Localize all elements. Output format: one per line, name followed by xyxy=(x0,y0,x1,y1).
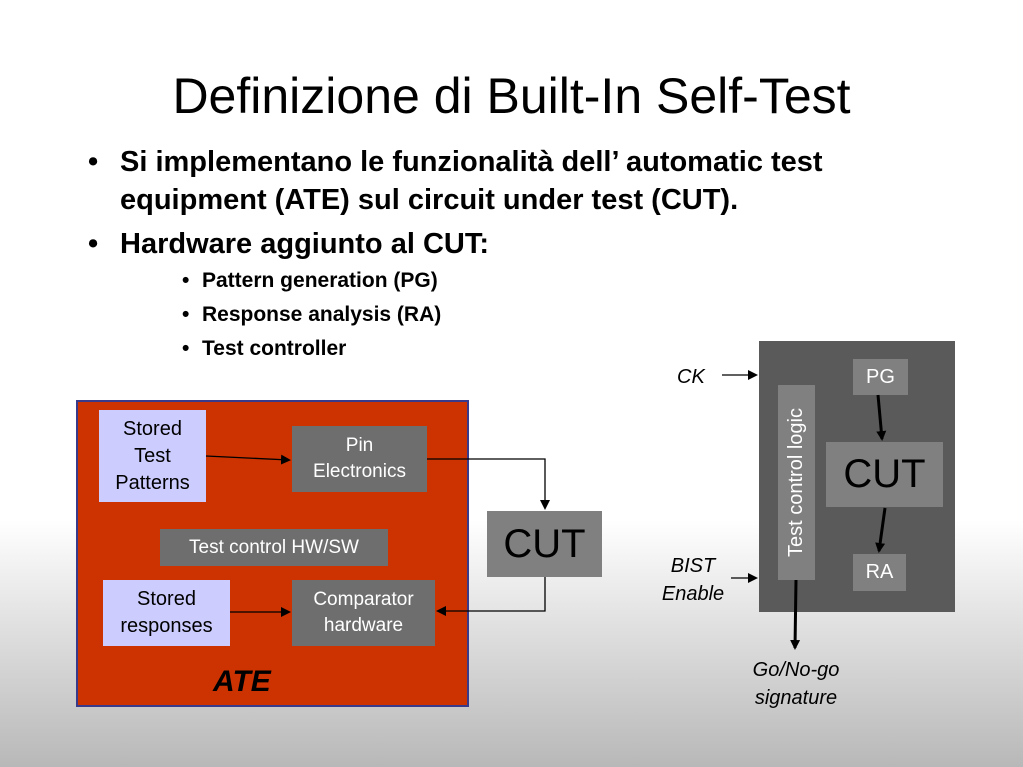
label-line: BIST xyxy=(670,555,716,577)
box-line: responses xyxy=(120,615,213,637)
box-line: Pin xyxy=(345,435,374,456)
box-line: Stored xyxy=(137,588,196,610)
sub-bullet-item: • Pattern generation (PG) xyxy=(182,268,438,294)
test-control-box: Test control HW/SW xyxy=(160,529,388,566)
comparator-box: Comparator hardware xyxy=(292,580,435,646)
sub-bullet-text: Pattern generation (PG) xyxy=(202,269,438,292)
pin-electronics-box: Pin Electronics xyxy=(292,426,427,492)
bullet-dot-icon: • xyxy=(182,337,190,360)
box-line: Stored xyxy=(123,417,182,440)
bullet-line: Hardware aggiunto al CUT: xyxy=(120,228,489,260)
bullet-item: • Hardware aggiunto al CUT: xyxy=(88,225,788,263)
box-line: hardware xyxy=(323,615,404,636)
arrow-pin-to-cut xyxy=(427,458,550,510)
box-line: Electronics xyxy=(313,461,406,482)
arrow-pg-to-cut xyxy=(876,394,887,441)
ck-label: CK xyxy=(677,366,705,388)
bullet-dot-icon: • xyxy=(88,228,99,260)
box-label: Test control HW/SW xyxy=(189,536,359,558)
bullet-dot-icon: • xyxy=(182,303,190,326)
cut-box: CUT xyxy=(487,511,602,577)
pg-box: PG xyxy=(853,359,908,395)
label-line: Go/No-go xyxy=(752,659,840,681)
sub-bullet-item: • Response analysis (RA) xyxy=(182,302,441,328)
bist-enable-label: BIST Enable xyxy=(656,552,730,608)
label-line: signature xyxy=(754,687,838,709)
sub-bullet-item: • Test controller xyxy=(182,336,346,362)
box-line: Patterns xyxy=(115,471,190,494)
box-label: CUT xyxy=(843,452,926,496)
sub-bullet-text: Test controller xyxy=(202,337,347,360)
arrow-cut-to-comparator xyxy=(436,577,546,616)
signature-label: Go/No-go signature xyxy=(736,656,856,712)
slide-title: Definizione di Built-In Self-Test xyxy=(172,68,851,124)
test-control-logic-box: Test control logic xyxy=(778,385,815,580)
ate-label: ATE xyxy=(213,665,271,698)
label-line: Enable xyxy=(661,583,725,605)
sub-bullet-text: Response analysis (RA) xyxy=(202,303,442,326)
ra-box: RA xyxy=(853,554,906,591)
arrow-patterns-to-pin xyxy=(205,454,291,465)
bullet-dot-icon: • xyxy=(88,146,99,178)
arrow-cut-to-ra xyxy=(875,507,887,553)
stored-test-patterns-box: Stored Test Patterns xyxy=(99,410,206,502)
bullet-dot-icon: • xyxy=(182,269,190,292)
arrow-signature-out xyxy=(790,579,801,650)
bullet-line: equipment (ATE) sul circuit under test (… xyxy=(120,184,739,216)
box-label: CUT xyxy=(503,521,586,566)
stored-responses-box: Stored responses xyxy=(103,580,230,646)
box-label: PG xyxy=(866,365,895,388)
box-label: RA xyxy=(865,561,894,583)
box-line: Test xyxy=(134,444,171,467)
bist-cut-box: CUT xyxy=(826,442,943,507)
box-line: Comparator xyxy=(313,589,414,610)
bullet-line: Si implementano le funzionalità dell’ au… xyxy=(120,146,823,178)
bullet-item: • Si implementano le funzionalità dell’ … xyxy=(88,143,1008,219)
